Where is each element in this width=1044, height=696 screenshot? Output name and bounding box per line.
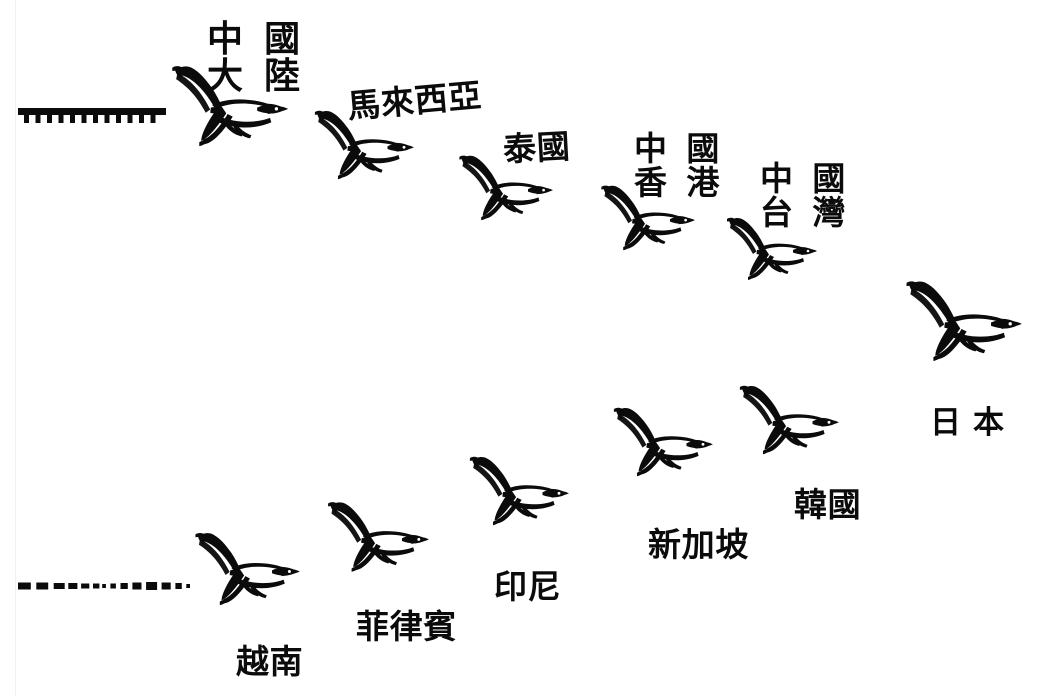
label-singapore: 新加坡	[648, 528, 749, 562]
label-thailand: 泰國	[502, 126, 572, 169]
label-line: 大 陸	[207, 55, 305, 97]
label-malaysia: 馬來西亞	[345, 75, 484, 126]
label-japan: 日 本	[930, 405, 1005, 441]
label-indonesia: 印尼	[494, 570, 561, 604]
label-line: 中 國	[634, 129, 724, 168]
goose-thailand	[450, 150, 554, 224]
label-line: 越南	[236, 642, 304, 681]
goose-taiwan-china	[718, 212, 818, 284]
label-hong-kong-china: 中 國香 港	[634, 132, 723, 199]
label-mainland-china: 中 國大 陸	[207, 19, 305, 97]
label-line: 新加坡	[648, 525, 749, 564]
goose-singapore	[604, 400, 714, 482]
label-line: 台 灣	[760, 192, 850, 232]
goose-philippines	[318, 495, 430, 577]
label-line: 中 國	[207, 19, 305, 60]
label-line: 香 港	[634, 162, 724, 202]
label-vietnam: 越南	[236, 645, 303, 679]
label-line: 菲律賓	[356, 607, 457, 646]
left-edge-guide	[15, 0, 16, 696]
label-philippines: 菲律賓	[356, 610, 457, 644]
label-line: 印尼	[494, 567, 562, 606]
goose-south-korea	[730, 378, 840, 460]
label-taiwan-china: 中 國台 灣	[760, 162, 849, 229]
goose-vietnam	[185, 525, 301, 611]
label-south-korea: 韓國	[794, 488, 861, 522]
goose-japan	[895, 275, 1023, 365]
lower-dashed-trail	[18, 576, 190, 596]
label-line: 中 國	[760, 159, 850, 198]
upper-hatched-trail	[18, 106, 166, 126]
label-line: 馬來西亞	[345, 75, 484, 126]
label-line: 韓國	[794, 485, 862, 524]
label-line: 日 本	[930, 405, 1005, 441]
label-line: 泰國	[502, 126, 572, 169]
goose-indonesia	[460, 450, 570, 530]
goose-malaysia	[305, 105, 415, 183]
goose-hong-kong-china	[592, 180, 696, 254]
goose-mainland-china	[160, 60, 290, 150]
